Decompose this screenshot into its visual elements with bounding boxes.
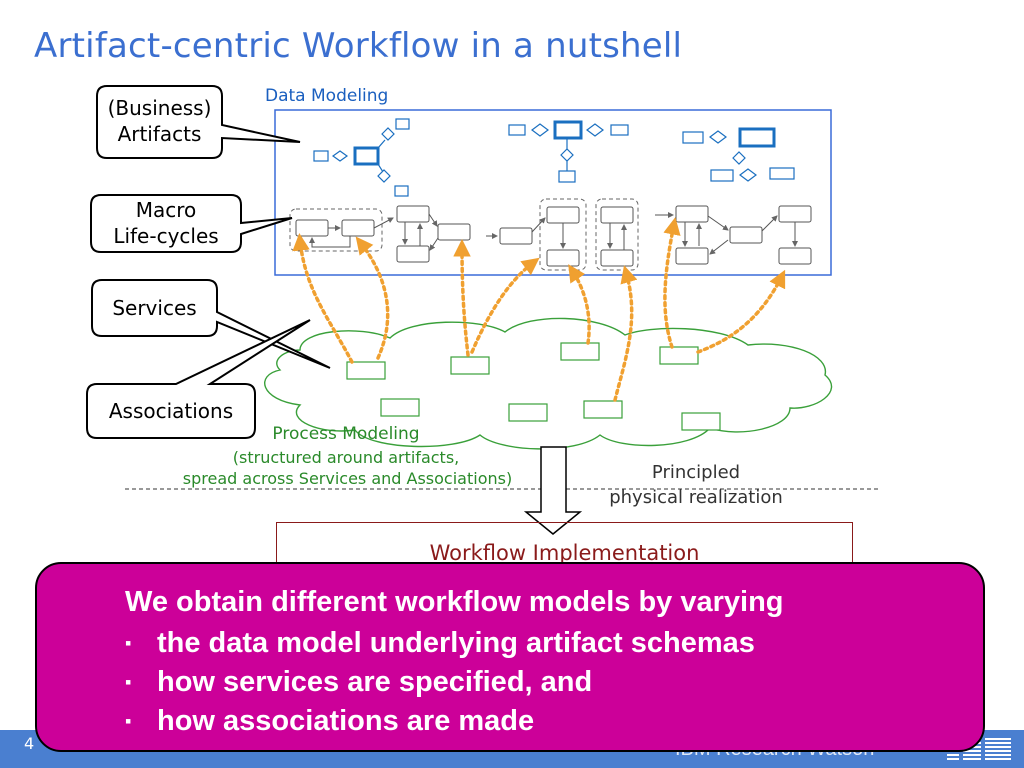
process-modeling-title: Process Modeling [272, 424, 420, 444]
principled-line1: Principled [651, 462, 741, 483]
workflow-implementation-label: Workflow Implementation [429, 541, 700, 565]
service-boxes [346, 342, 721, 431]
down-arrow-icon [523, 446, 583, 535]
process-modeling-line2: spread across Services and Associations) [182, 469, 513, 488]
callout-associations [86, 319, 311, 439]
callout-artifacts-text: (Business) Artifacts [107, 96, 212, 146]
association-arrows [292, 217, 786, 402]
callout-artifacts [96, 85, 301, 159]
lifecycle-group-1 [289, 205, 471, 263]
summary-popup: We obtain different workflow models by v… [35, 562, 985, 752]
slide-title: Artifact-centric Workflow in a nutshell [34, 26, 683, 66]
popup-item: ▪ how associations are made [125, 702, 755, 741]
artifact-schema-1 [313, 118, 410, 197]
callout-lifecycles-text: Macro Life-cycles [113, 198, 219, 248]
callout-associations-text: Associations [108, 399, 234, 423]
callout-services [91, 279, 331, 369]
principled-line2: physical realization [609, 487, 783, 508]
artifact-schema-3 [682, 127, 795, 182]
popup-item-text: how services are specified, and [157, 666, 593, 698]
artifact-schema-2 [508, 120, 629, 183]
popup-title: We obtain different workflow models by v… [125, 586, 784, 618]
square-bullet-icon: ▪ [125, 711, 132, 731]
data-modeling-box [274, 109, 832, 276]
callout-services-text: Services [112, 296, 197, 320]
square-bullet-icon: ▪ [125, 672, 132, 692]
lifecycle-group-3 [655, 205, 812, 265]
page-number: 4 [24, 734, 35, 753]
process-modeling-line1: (structured around artifacts, [232, 448, 460, 467]
lifecycle-group-2 [486, 198, 639, 271]
popup-item-text: how associations are made [157, 705, 535, 737]
popup-list: ▪ the data model underlying artifact sche… [125, 624, 755, 741]
popup-item: ▪ how services are specified, and [125, 663, 755, 702]
popup-item: ▪ the data model underlying artifact sche… [125, 624, 755, 663]
square-bullet-icon: ▪ [125, 633, 132, 653]
popup-item-text: the data model underlying artifact schem… [157, 627, 755, 659]
data-modeling-label: Data Modeling [265, 86, 389, 106]
callout-lifecycles [90, 194, 293, 253]
